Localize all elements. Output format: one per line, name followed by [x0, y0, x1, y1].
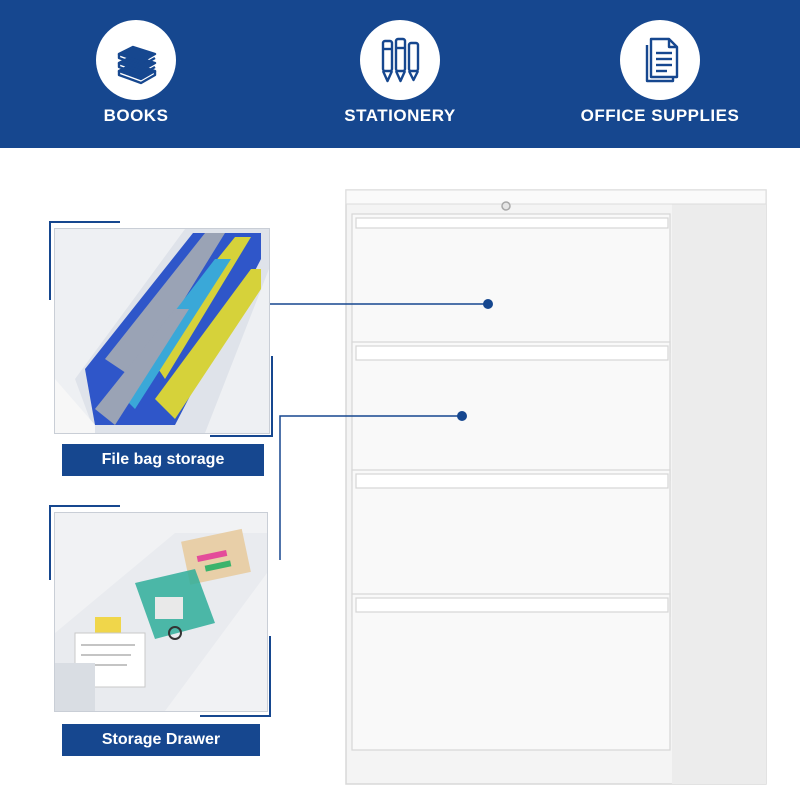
feature-office-supplies: OFFICE SUPPLIES — [560, 0, 760, 148]
callout-connectors — [270, 303, 488, 560]
callout-dot-middle — [457, 411, 467, 421]
file-bag-storage-label: File bag storage — [62, 444, 264, 476]
stationery-icon — [360, 20, 440, 100]
feature-label-stationery: STATIONERY — [344, 106, 456, 125]
feature-label-books: BOOKS — [103, 106, 169, 125]
feature-stationery: STATIONERY — [300, 0, 500, 148]
callout-dot-top — [483, 299, 493, 309]
books-icon — [96, 20, 176, 100]
storage-drawer-label: Storage Drawer — [62, 724, 260, 756]
document-icon — [620, 20, 700, 100]
feature-label-office-supplies: OFFICE SUPPLIES — [580, 106, 740, 125]
feature-books: BOOKS — [36, 0, 236, 148]
drawer-fronts — [351, 213, 671, 751]
file-bag-storage-photo — [54, 228, 270, 434]
storage-drawer-photo — [54, 512, 268, 712]
category-banner: BOOKS STATIONERY — [0, 0, 800, 148]
